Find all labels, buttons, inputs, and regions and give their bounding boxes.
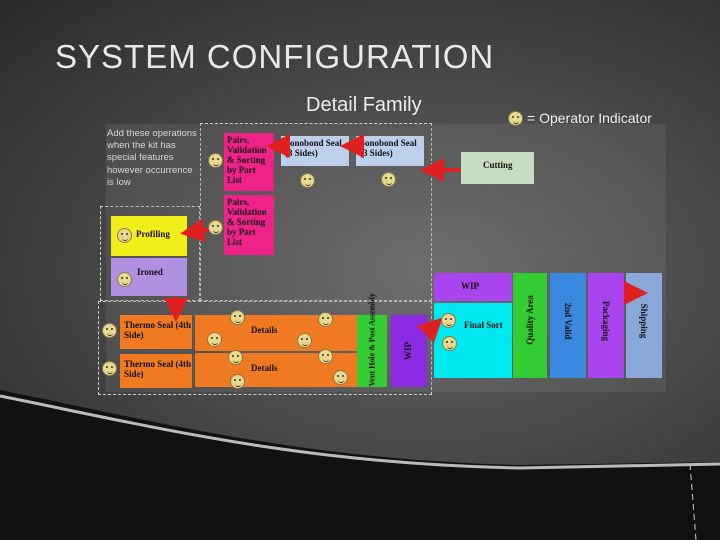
operator-face-icon (508, 110, 523, 126)
operator-face-icon (381, 172, 396, 187)
optional-ops-outline (100, 206, 200, 301)
ironed-box: Ironed (111, 258, 187, 296)
operator-face-icon (208, 153, 223, 168)
sonobond-seal-box-2: Sonobond Seal (3 Sides) (356, 136, 424, 166)
pairs-validation-box-bottom: Pairs, Validation & Sorting by Part List (224, 195, 274, 255)
diagram-subtitle: Detail Family (306, 94, 422, 116)
operator-face-icon (297, 333, 312, 348)
operator-face-icon (102, 323, 117, 338)
operator-face-icon (230, 310, 245, 325)
operator-face-icon (441, 313, 456, 328)
sonobond-seal-box-1: Sonobond Seal (3 Sides) (281, 136, 349, 166)
operator-face-icon (228, 350, 243, 365)
decorative-bottom-band (0, 390, 720, 540)
pairs-validation-box-top: Pairs, Validation & Sorting by Part List (224, 133, 274, 191)
vent-hole-box (357, 315, 387, 387)
operator-face-icon (117, 228, 132, 243)
wip-top-box: WIP (434, 273, 512, 301)
operator-face-icon (318, 349, 333, 364)
operator-face-icon (102, 361, 117, 376)
slide-title: SYSTEM CONFIGURATION (55, 38, 495, 75)
arrow-wip-to-final-sort (417, 317, 443, 343)
operator-face-icon (208, 220, 223, 235)
quality-area-box (513, 273, 547, 378)
operator-face-icon (333, 370, 348, 385)
legend-label: = Operator Indicator (527, 110, 652, 126)
operator-face-icon (300, 173, 315, 188)
operator-face-icon (442, 336, 457, 351)
legend: = Operator Indicator (508, 110, 652, 126)
optional-operations-note: Add these operations when the kit has sp… (107, 128, 197, 188)
second-valid-box (550, 273, 586, 378)
thermo-seal-box-2: Thermo Seal (4th Side) (120, 354, 192, 388)
operator-face-icon (117, 272, 132, 287)
assembly-group-outline (98, 301, 432, 395)
operator-face-icon (230, 374, 245, 389)
pairs-group-outline (200, 123, 432, 301)
operator-face-icon (207, 332, 222, 347)
operator-face-icon (318, 312, 333, 327)
packaging-box (588, 273, 624, 378)
cutting-box: Cutting (461, 152, 534, 184)
